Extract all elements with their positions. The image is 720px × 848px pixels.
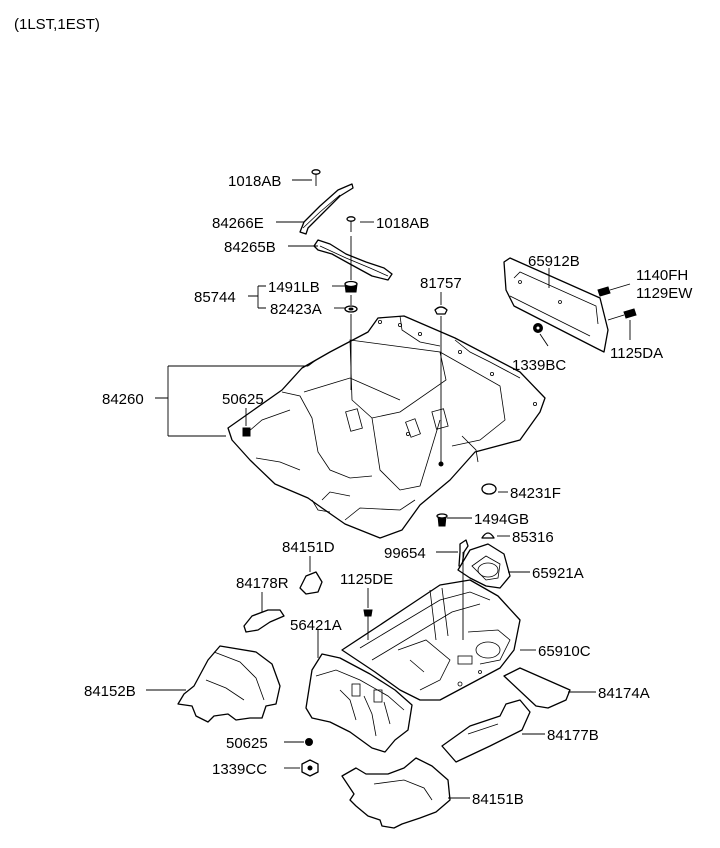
label-50625-lower: 50625: [226, 735, 268, 752]
bolt-1125de: [363, 609, 373, 640]
bolt-1018ab-lower: [346, 216, 356, 232]
label-1018ab-upper: 1018AB: [228, 173, 281, 190]
nut-1339cc: [301, 759, 319, 777]
label-84174a: 84174A: [598, 685, 650, 702]
label-82423a: 82423A: [270, 301, 322, 318]
floor-carpet-84260: [227, 315, 546, 539]
bolt-1140fh: [597, 283, 631, 297]
bracket-84266e: [299, 183, 354, 235]
label-85316: 85316: [512, 529, 554, 546]
pad-84231f: [481, 483, 497, 495]
label-84231f: 84231F: [510, 485, 561, 502]
bolt-1018ab-upper: [311, 169, 321, 186]
clip-1491lb: [344, 280, 358, 293]
clip-50625-upper: [242, 427, 251, 437]
plug-81757: [434, 292, 448, 467]
label-84266e: 84266E: [212, 215, 264, 232]
mat-84174a: [503, 667, 571, 709]
label-1125da: 1125DA: [610, 345, 663, 362]
label-84151d: 84151D: [282, 539, 335, 556]
nut-1339bc: [533, 323, 543, 333]
label-56421a: 56421A: [290, 617, 342, 634]
label-99654: 99654: [384, 545, 426, 562]
label-1339bc: 1339BC: [512, 357, 566, 374]
washer-82423a: [344, 305, 358, 313]
label-81757: 81757: [420, 275, 462, 292]
panel-65912b: [503, 257, 609, 353]
pad-84151d: [299, 571, 323, 595]
label-84177b: 84177B: [547, 727, 599, 744]
label-1491lb: 1491LB: [268, 279, 320, 296]
label-1125de: 1125DE: [340, 571, 393, 588]
label-65921a: 65921A: [532, 565, 584, 582]
label-84260: 84260: [102, 391, 144, 408]
label-1018ab-lower: 1018AB: [376, 215, 429, 232]
panel-56421a: [305, 653, 413, 753]
pad-84178r: [243, 609, 285, 633]
model-code-header: (1LST,1EST): [14, 16, 100, 33]
leader-lines: [146, 179, 631, 799]
label-84152b: 84152B: [84, 683, 136, 700]
mat-84151b: [341, 757, 451, 829]
part-labels: 1018AB 84266E 1018AB 84265B 85744 1491LB…: [84, 173, 693, 808]
bolt-1125da: [607, 308, 637, 321]
label-50625-upper: 50625: [222, 391, 264, 408]
label-65912b: 65912B: [528, 253, 580, 270]
label-85744: 85744: [194, 289, 236, 306]
bracket-84265b: [313, 239, 393, 281]
label-1140fh: 1140FH: [636, 267, 688, 284]
label-1129ew: 1129EW: [636, 285, 693, 302]
label-84178r: 84178R: [236, 575, 289, 592]
label-65910c: 65910C: [538, 643, 591, 660]
label-84151b: 84151B: [472, 791, 524, 808]
mat-84152b: [177, 645, 281, 723]
label-1494gb: 1494GB: [474, 511, 529, 528]
label-1339cc: 1339CC: [212, 761, 267, 778]
label-84265b: 84265B: [224, 239, 276, 256]
clip-50625-lower: [305, 738, 313, 746]
mat-84177b: [441, 699, 531, 763]
rear-floor-65910c: [341, 579, 521, 701]
cover-65921a: [457, 543, 511, 589]
clip-1494gb: [436, 513, 448, 527]
grommet-85316: [481, 532, 495, 539]
